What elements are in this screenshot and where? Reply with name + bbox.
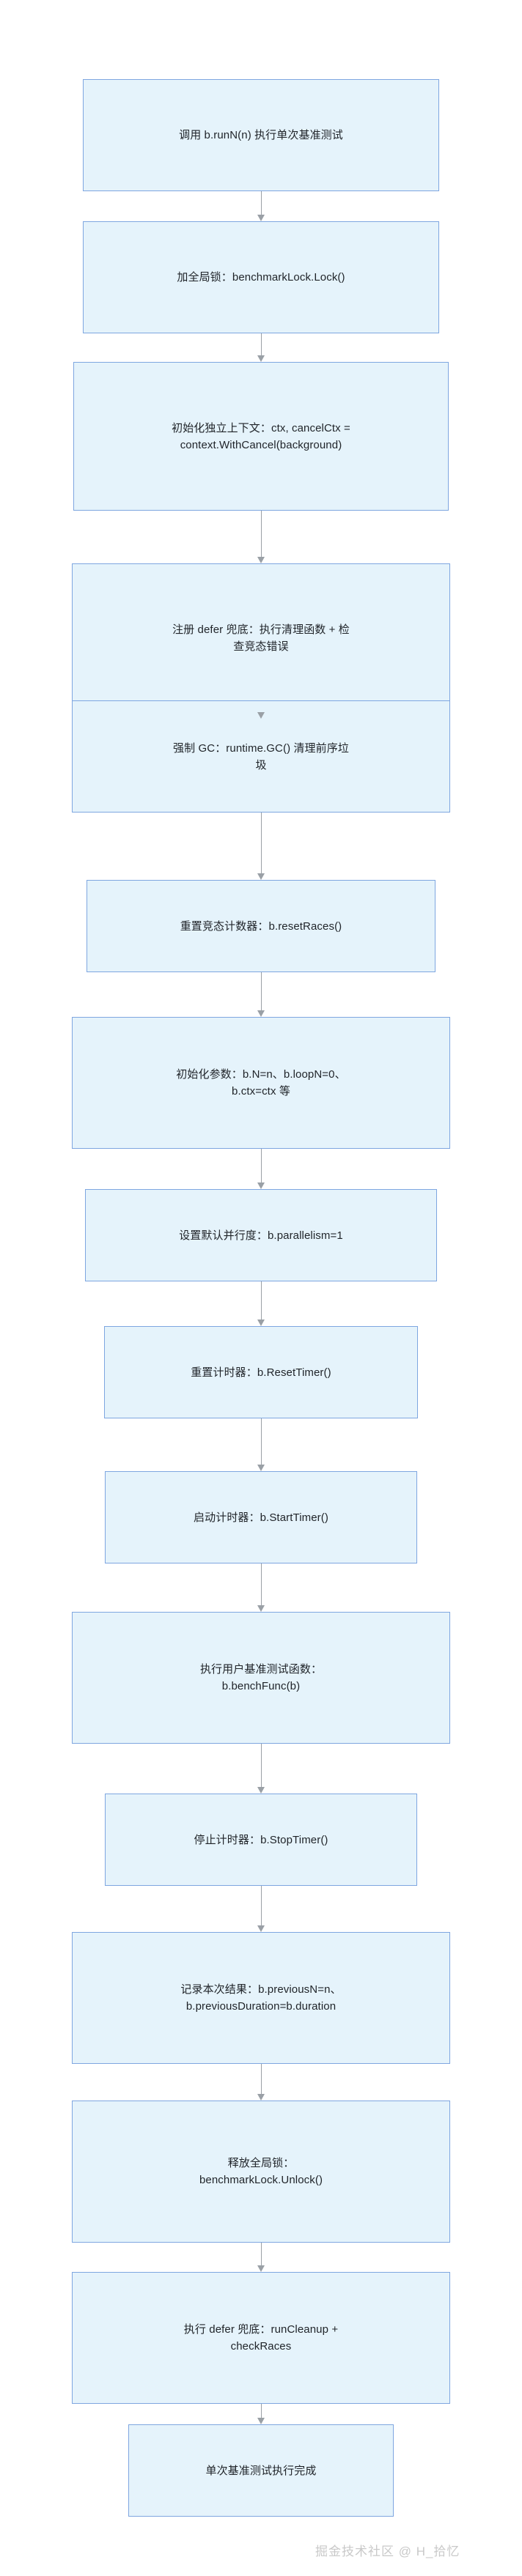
flow-edge-n9-to-n10 bbox=[260, 1418, 262, 1465]
flow-node-n11: 执行用户基准测试函数： b.benchFunc(b) bbox=[72, 1612, 450, 1744]
flow-node-n1: 调用 b.runN(n) 执行单次基准测试 bbox=[83, 79, 439, 191]
flow-arrowhead-icon bbox=[257, 2265, 265, 2272]
flow-node-label: 重置计时器：b.ResetTimer() bbox=[191, 1366, 331, 1379]
flow-edge-n14-to-n15 bbox=[260, 2243, 262, 2265]
flow-arrowhead-icon bbox=[257, 1925, 265, 1932]
flow-node-n6: 重置竞态计数器：b.resetRaces() bbox=[87, 880, 435, 972]
flow-node-n2: 加全局锁：benchmarkLock.Lock() bbox=[83, 221, 439, 333]
flow-edge-n5-to-n6 bbox=[260, 813, 262, 873]
flow-arrowhead-icon bbox=[257, 1010, 265, 1017]
flow-node-n12: 停止计时器：b.StopTimer() bbox=[105, 1794, 417, 1886]
flow-node-label: 记录本次结果：b.previousN=n、 b.previousDuration… bbox=[180, 1983, 342, 2013]
flow-node-label: 释放全局锁： benchmarkLock.Unlock() bbox=[199, 2157, 323, 2186]
flow-arrowhead-icon bbox=[257, 1320, 265, 1326]
flow-arrowhead-icon bbox=[257, 1605, 265, 1612]
flow-node-label: 调用 b.runN(n) 执行单次基准测试 bbox=[179, 129, 343, 141]
flow-arrowhead-icon bbox=[257, 712, 265, 719]
flow-node-label: 初始化参数：b.N=n、b.loopN=0、 b.ctx=ctx 等 bbox=[176, 1068, 346, 1098]
flow-node-label: 停止计时器：b.StopTimer() bbox=[194, 1833, 328, 1846]
flow-node-n10: 启动计时器：b.StartTimer() bbox=[105, 1471, 417, 1563]
flow-node-label: 初始化独立上下文：ctx, cancelCtx = context.WithCa… bbox=[172, 421, 350, 451]
flow-edge-n1-to-n2 bbox=[260, 191, 262, 215]
flow-edge-n15-to-n16 bbox=[260, 2404, 262, 2418]
flow-edge-n8-to-n9 bbox=[260, 1281, 262, 1320]
watermark-label: 掘金技术社区 @ H_拾忆 bbox=[315, 2544, 460, 2558]
flow-node-label: 重置竞态计数器：b.resetRaces() bbox=[180, 919, 342, 933]
flow-arrowhead-icon bbox=[257, 1787, 265, 1794]
flow-edge-n13-to-n14 bbox=[260, 2064, 262, 2094]
flow-node-n5: 强制 GC：runtime.GC() 清理前序垃 圾 bbox=[72, 700, 450, 813]
flow-node-label: 启动计时器：b.StartTimer() bbox=[194, 1511, 328, 1524]
flow-node-n9: 重置计时器：b.ResetTimer() bbox=[104, 1326, 418, 1418]
flow-node-n16: 单次基准测试执行完成 bbox=[128, 2424, 394, 2517]
flow-node-n15: 执行 defer 兜底：runCleanup + checkRaces bbox=[72, 2272, 450, 2404]
flow-arrowhead-icon bbox=[257, 557, 265, 563]
flow-edge-n12-to-n13 bbox=[260, 1886, 262, 1925]
flow-node-label: 执行 defer 兜底：runCleanup + checkRaces bbox=[183, 2323, 339, 2353]
flow-arrowhead-icon bbox=[257, 1182, 265, 1189]
flow-node-n4: 注册 defer 兜底：执行清理函数 + 检 查竞态错误 bbox=[72, 563, 450, 712]
flow-node-label: 强制 GC：runtime.GC() 清理前序垃 圾 bbox=[173, 741, 349, 771]
flow-node-n8: 设置默认并行度：b.parallelism=1 bbox=[85, 1189, 437, 1281]
flow-arrowhead-icon bbox=[257, 1465, 265, 1471]
flow-node-label: 设置默认并行度：b.parallelism=1 bbox=[179, 1229, 343, 1242]
flow-edge-n10-to-n11 bbox=[260, 1563, 262, 1605]
flow-edge-n11-to-n12 bbox=[260, 1744, 262, 1787]
flow-node-n7: 初始化参数：b.N=n、b.loopN=0、 b.ctx=ctx 等 bbox=[72, 1017, 450, 1149]
flow-node-n13: 记录本次结果：b.previousN=n、 b.previousDuration… bbox=[72, 1932, 450, 2064]
flow-edge-n6-to-n7 bbox=[260, 972, 262, 1010]
flow-edge-n3-to-n4 bbox=[260, 511, 262, 557]
flow-arrowhead-icon bbox=[257, 873, 265, 880]
flow-edge-n7-to-n8 bbox=[260, 1149, 262, 1182]
flow-node-label: 加全局锁：benchmarkLock.Lock() bbox=[177, 271, 345, 284]
flow-edge-n2-to-n3 bbox=[260, 333, 262, 355]
flow-arrowhead-icon bbox=[257, 2094, 265, 2101]
flow-node-label: 注册 defer 兜底：执行清理函数 + 检 查竞态错误 bbox=[172, 623, 350, 653]
flow-arrowhead-icon bbox=[257, 2418, 265, 2424]
flow-arrowhead-icon bbox=[257, 215, 265, 221]
flow-node-label: 执行用户基准测试函数： b.benchFunc(b) bbox=[199, 1663, 323, 1692]
flow-node-label: 单次基准测试执行完成 bbox=[205, 2464, 317, 2477]
flow-arrowhead-icon bbox=[257, 355, 265, 362]
flow-node-n3: 初始化独立上下文：ctx, cancelCtx = context.WithCa… bbox=[73, 362, 449, 511]
flow-node-n14: 释放全局锁： benchmarkLock.Unlock() bbox=[72, 2101, 450, 2243]
